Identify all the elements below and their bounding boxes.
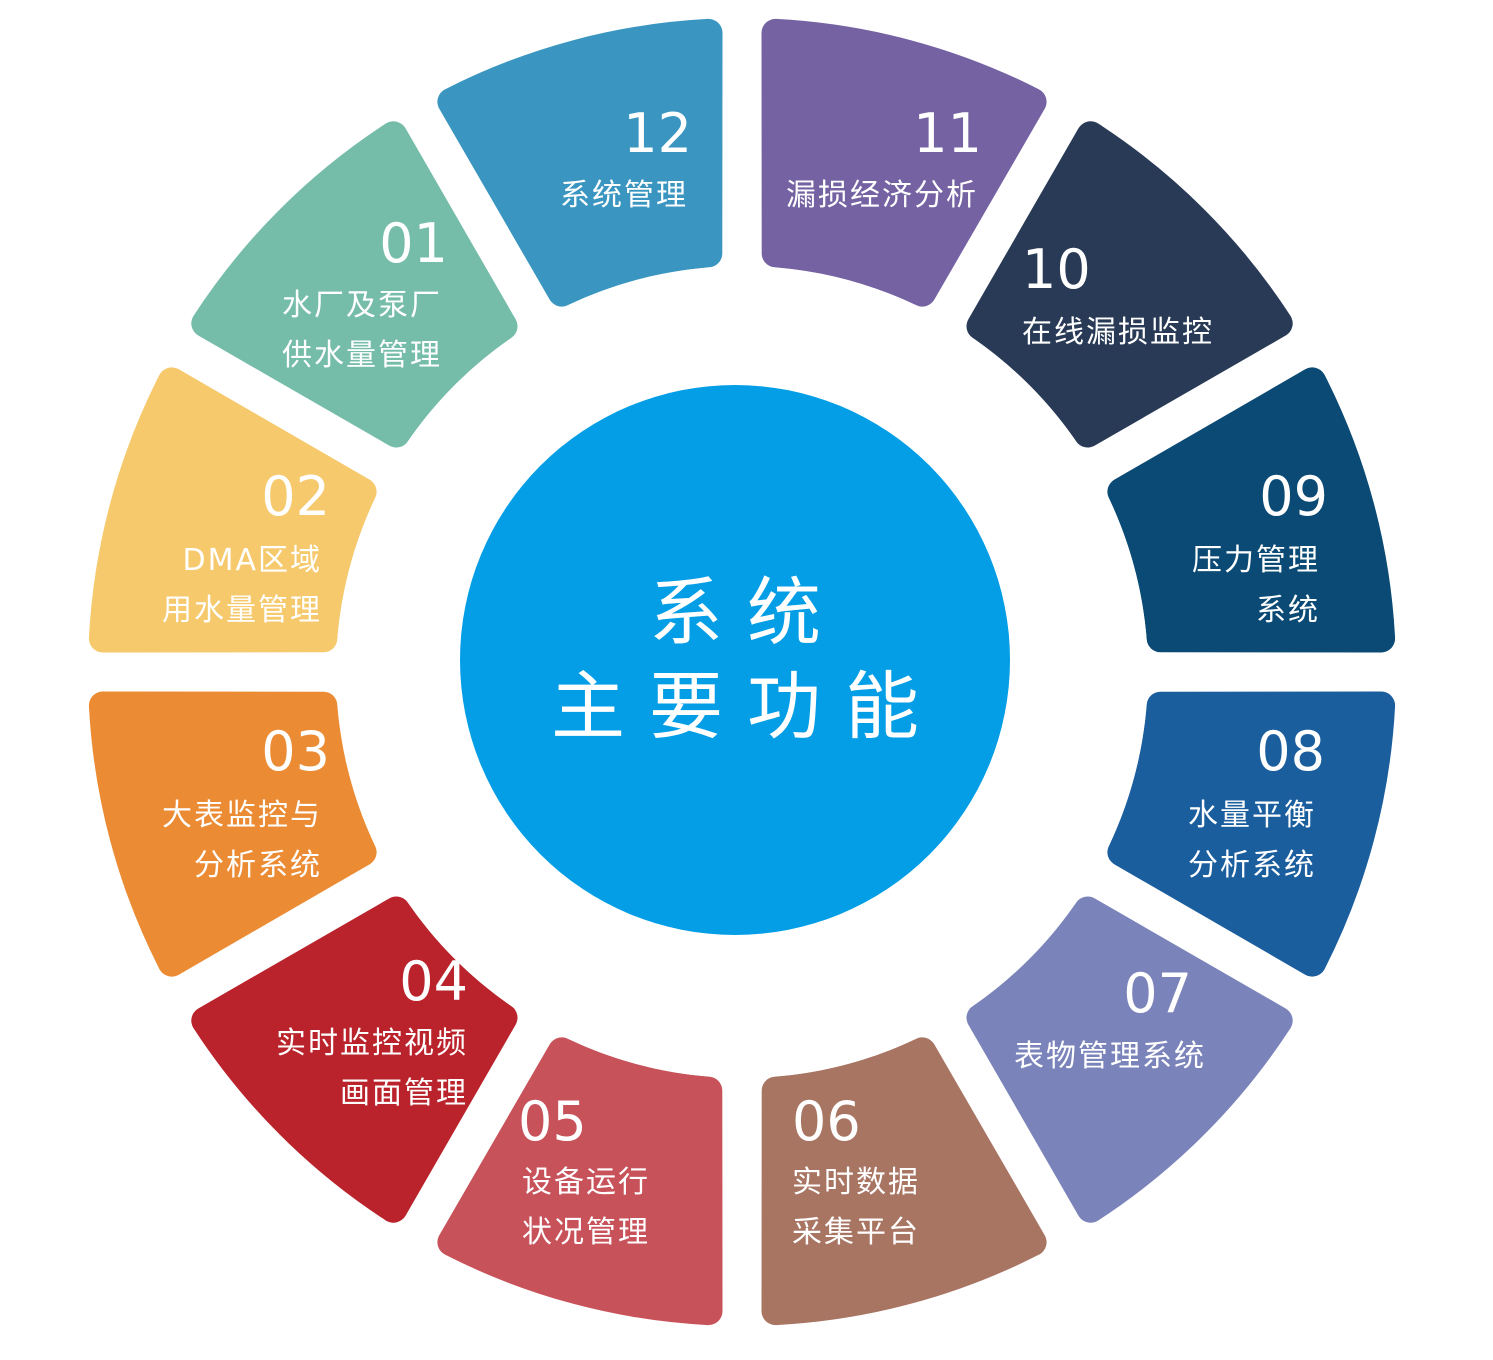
segment-label-11-line1: 漏损经济分析 bbox=[786, 178, 978, 213]
segment-label-10-line1: 在线漏损监控 bbox=[1022, 315, 1214, 350]
segment-label-12-line1: 系统管理 bbox=[560, 178, 688, 213]
segment-label-02-line1: DMA区域 bbox=[182, 543, 322, 578]
segment-label-06-line2: 采集平台 bbox=[792, 1215, 920, 1250]
segment-shape-03 bbox=[88, 691, 377, 977]
center-title-line2: 主要功能 bbox=[551, 664, 943, 750]
segment-label-04-line1: 实时监控视频 bbox=[276, 1026, 468, 1061]
segment-number-03: 03 bbox=[261, 720, 330, 783]
segment-12: 12 系统管理 bbox=[437, 18, 723, 307]
segment-label-03-line2: 分析系统 bbox=[194, 848, 322, 883]
segment-shape-10 bbox=[966, 121, 1293, 448]
center-circle: 系统 主要功能 bbox=[460, 385, 1010, 935]
segment-shape-01 bbox=[191, 121, 518, 448]
segment-number-01: 01 bbox=[379, 212, 448, 275]
segment-label-08-line2: 分析系统 bbox=[1188, 848, 1316, 883]
segment-shape-12 bbox=[437, 18, 723, 307]
segment-label-07-line1: 表物管理系统 bbox=[1014, 1039, 1206, 1074]
segment-shape-09 bbox=[1107, 367, 1396, 653]
segment-07: 07 表物管理系统 bbox=[966, 896, 1293, 1223]
segment-number-12: 12 bbox=[623, 102, 692, 165]
segment-shape-05 bbox=[437, 1037, 723, 1326]
segment-label-01-line2: 供水量管理 bbox=[282, 338, 442, 373]
segment-shape-02 bbox=[88, 367, 377, 653]
segment-label-09-line2: 系统 bbox=[1256, 593, 1320, 628]
segment-number-06: 06 bbox=[792, 1090, 861, 1153]
segment-label-02-line2: 用水量管理 bbox=[162, 593, 322, 628]
segment-label-08-line1: 水量平衡 bbox=[1188, 798, 1316, 833]
segment-label-04-line2: 画面管理 bbox=[340, 1076, 468, 1111]
segment-shape-04 bbox=[191, 896, 518, 1223]
segment-label-05-line1: 设备运行 bbox=[522, 1165, 650, 1200]
segment-number-02: 02 bbox=[261, 465, 330, 528]
segment-10: 10 在线漏损监控 bbox=[966, 121, 1293, 448]
segment-number-07: 07 bbox=[1123, 962, 1192, 1025]
segment-shape-11 bbox=[761, 18, 1047, 307]
segment-label-09-line1: 压力管理 bbox=[1192, 543, 1320, 578]
segment-number-05: 05 bbox=[518, 1090, 587, 1153]
segment-label-01-line1: 水厂及泵厂 bbox=[282, 288, 442, 323]
segment-number-08: 08 bbox=[1256, 720, 1325, 783]
segment-11: 11 漏损经济分析 bbox=[761, 18, 1047, 307]
segment-shape-08 bbox=[1107, 691, 1396, 977]
center-title-line1: 系统 bbox=[649, 570, 845, 656]
segment-shape-07 bbox=[966, 896, 1293, 1223]
segment-label-05-line2: 状况管理 bbox=[522, 1215, 650, 1250]
segment-number-11: 11 bbox=[913, 102, 982, 165]
segment-number-10: 10 bbox=[1022, 238, 1091, 301]
segment-label-03-line1: 大表监控与 bbox=[162, 798, 322, 833]
segment-label-06-line1: 实时数据 bbox=[792, 1165, 920, 1200]
segment-shape-06 bbox=[761, 1037, 1047, 1326]
segment-number-09: 09 bbox=[1259, 465, 1328, 528]
